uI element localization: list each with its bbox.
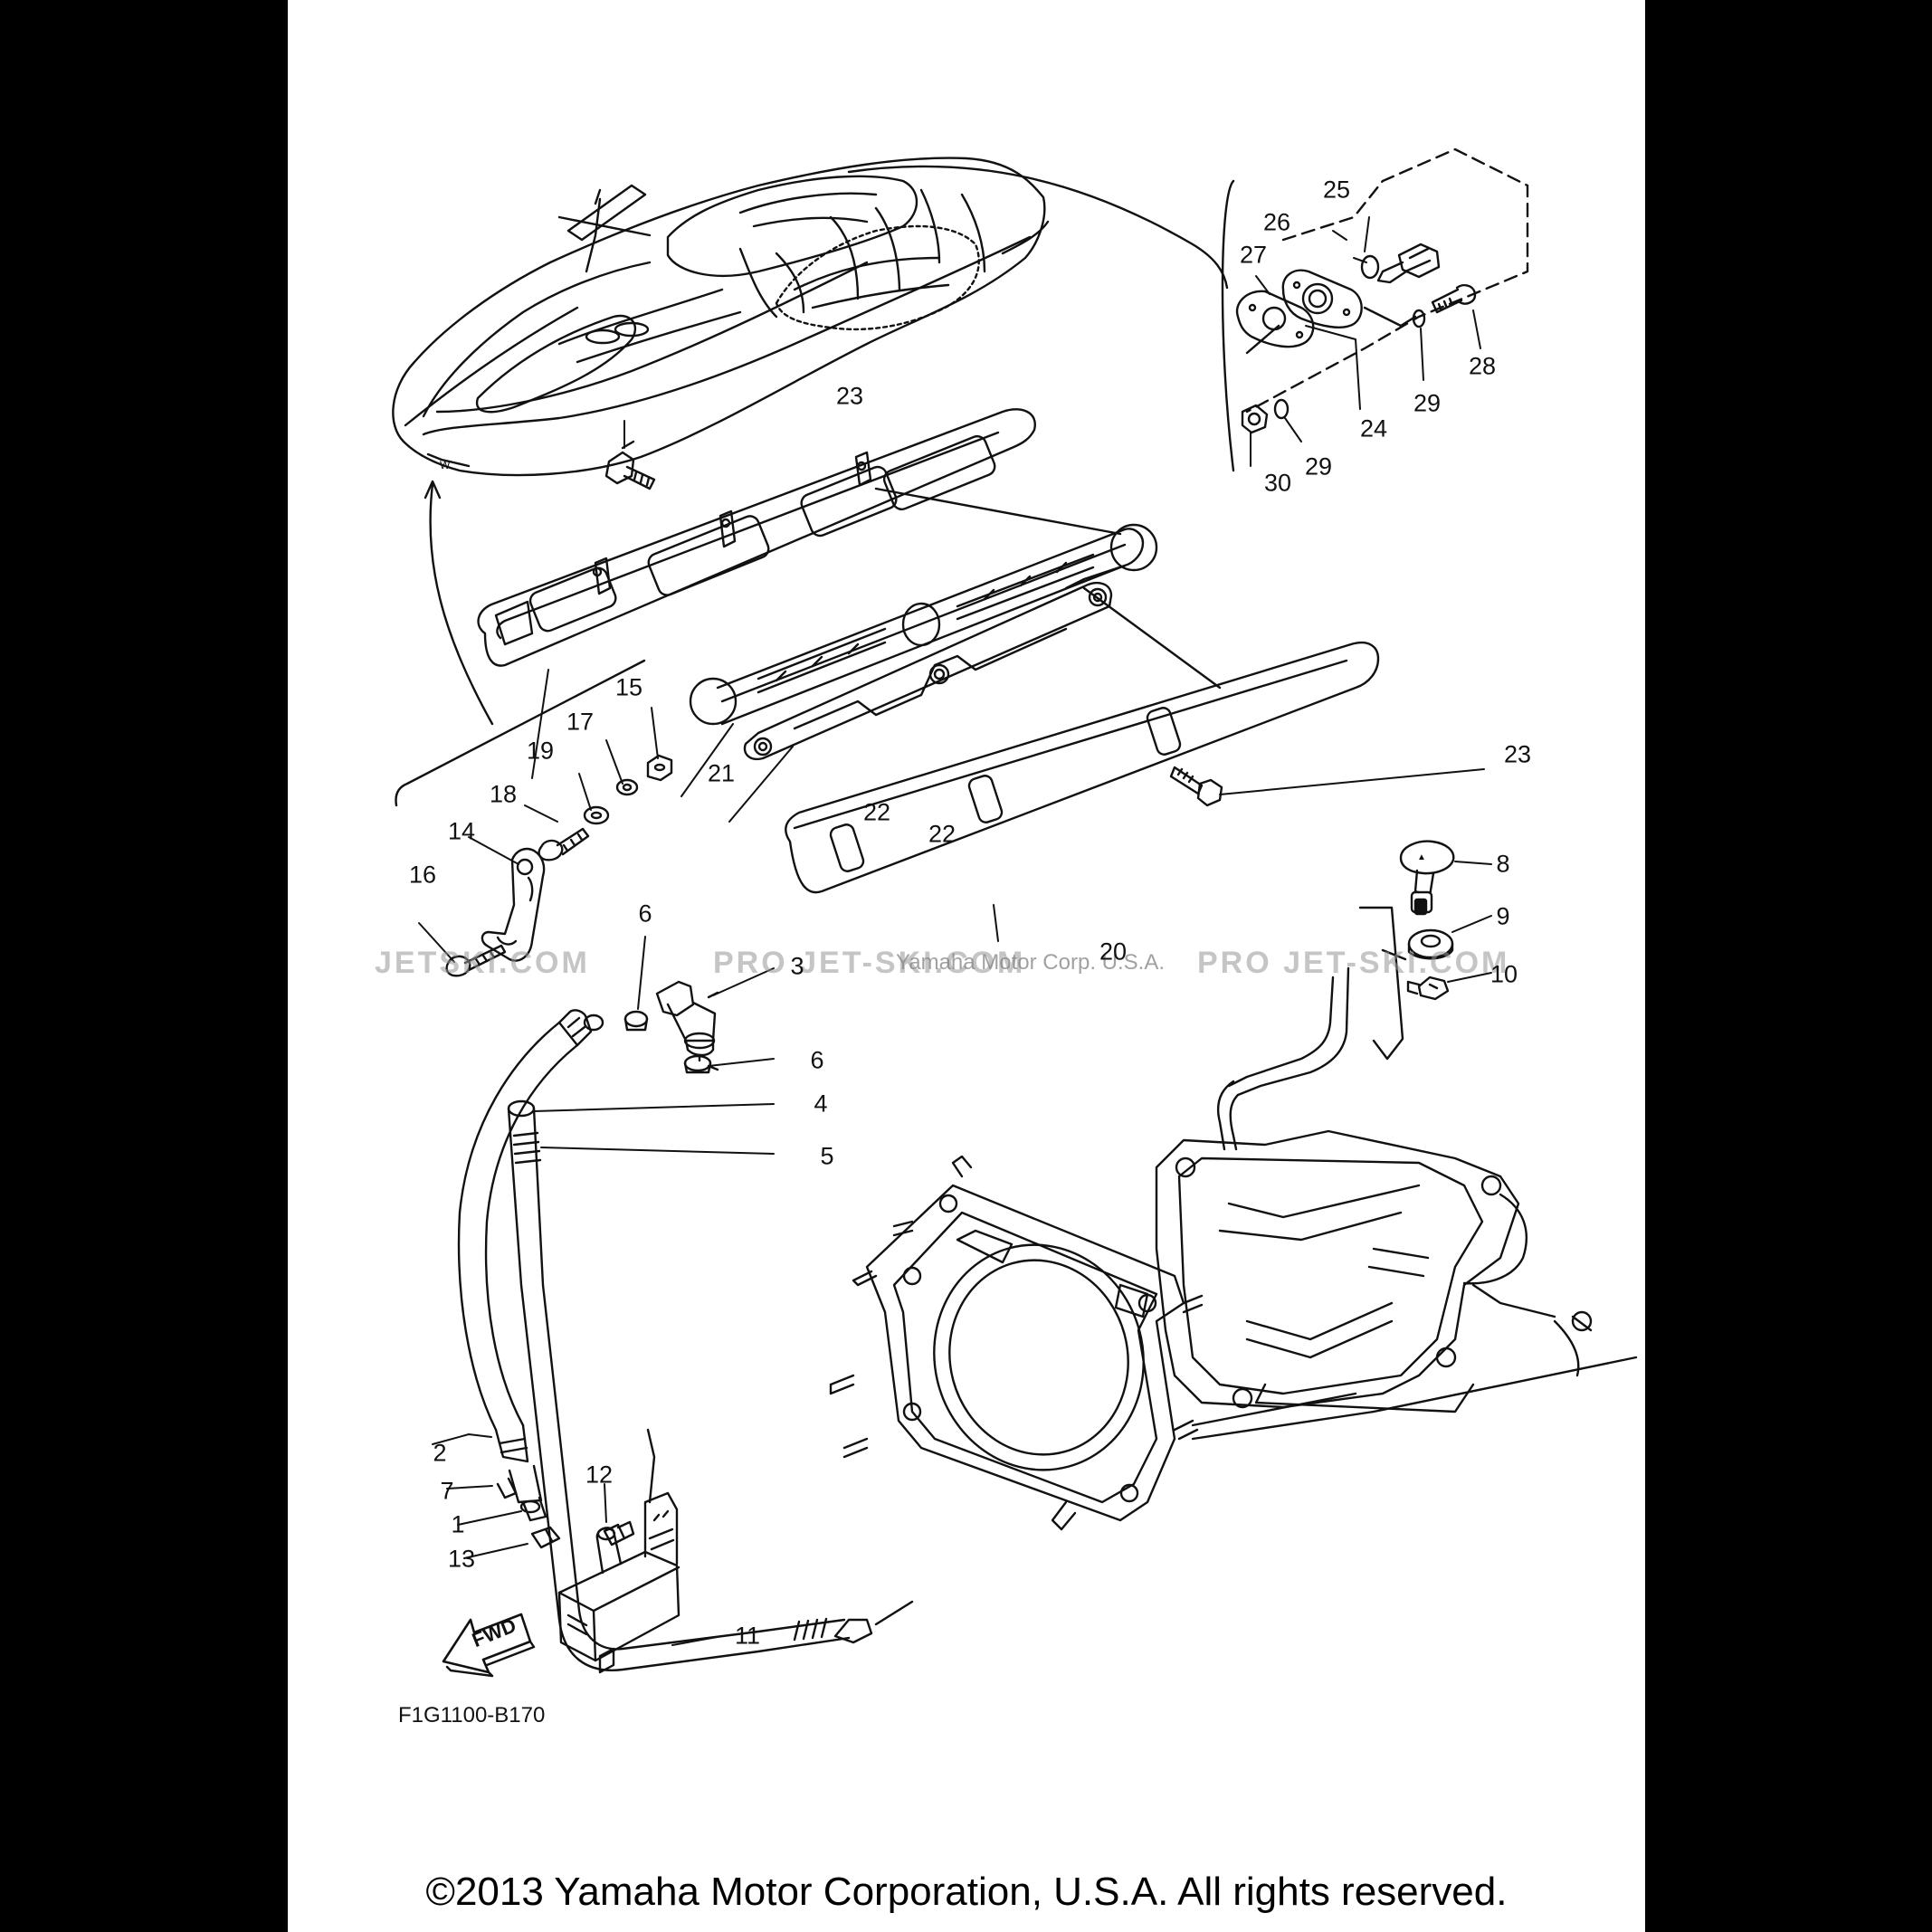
callout-25: 25	[1322, 176, 1351, 204]
clamp-6-lower	[683, 1054, 719, 1074]
detail-group-24-30	[1221, 148, 1529, 472]
watermark-owner: Yamaha Motor Corp. U.S.A.	[896, 950, 1165, 975]
callout-7: 7	[440, 1477, 454, 1505]
leader-curve-top	[847, 165, 1229, 290]
jet-pump-housing	[1155, 966, 1638, 1441]
callout-2: 2	[433, 1439, 447, 1467]
hose-2	[457, 1009, 604, 1514]
pipe-1	[521, 1496, 547, 1522]
callout-20: 20	[1099, 937, 1128, 966]
callout-6-lower: 6	[810, 1046, 824, 1074]
bracket-22	[743, 564, 1222, 761]
callout-24: 24	[1359, 414, 1388, 443]
callout-leaders	[418, 216, 1492, 1646]
callout-13: 13	[447, 1545, 476, 1573]
callout-17: 17	[566, 708, 595, 736]
callout-29-lower: 29	[1304, 452, 1333, 481]
parts-diagram: W	[392, 148, 1638, 1678]
callout-8: 8	[1496, 850, 1510, 878]
callout-22-upper: 22	[862, 798, 891, 826]
rubber-22-bar	[689, 523, 1158, 726]
svg-text:▲: ▲	[1417, 852, 1426, 862]
callout-5: 5	[820, 1142, 834, 1170]
hose-tee-12	[603, 1520, 635, 1547]
callout-23-upper: 23	[835, 382, 864, 410]
watermark-middle: PRO JET-SKI.COM	[713, 946, 1026, 980]
clip-7	[496, 1477, 518, 1499]
watermark-right: PRO JET-SKI.COM	[1197, 946, 1510, 980]
callout-16: 16	[408, 861, 437, 889]
leader-bracket-left	[395, 659, 646, 807]
callout-21: 21	[707, 759, 736, 787]
callout-22-lower: 22	[928, 820, 956, 848]
clamp-6-upper	[623, 1010, 649, 1032]
plate-21	[477, 408, 1122, 667]
callout-30: 30	[1263, 469, 1292, 497]
fitting-13	[530, 1526, 561, 1549]
callout-14: 14	[447, 817, 476, 845]
callout-3: 3	[790, 952, 804, 980]
callout-6-upper: 6	[638, 899, 652, 928]
callout-10: 10	[1489, 960, 1518, 988]
watermark-left: JETSKI.COM	[375, 946, 590, 980]
svg-text:W: W	[440, 459, 451, 471]
bracket-14-group	[445, 754, 673, 977]
callout-12: 12	[585, 1461, 614, 1489]
callout-19: 19	[526, 737, 555, 765]
watercraft-drawing: W	[392, 157, 1050, 477]
diagram-sheet: W	[288, 0, 1645, 1932]
intake-adapter-plate	[829, 1155, 1204, 1531]
arrow-head-hull	[424, 480, 442, 500]
callout-11: 11	[734, 1622, 761, 1650]
bolt-23-upper	[604, 440, 656, 490]
diagram-code: F1G1100-B170	[398, 1703, 546, 1727]
valve-3	[655, 980, 719, 1062]
copyright-notice: ©2013 Yamaha Motor Corporation, U.S.A. A…	[425, 1870, 1508, 1914]
leader-arrow-hull	[429, 482, 494, 726]
callout-27: 27	[1239, 241, 1268, 269]
callout-4: 4	[814, 1090, 828, 1118]
plate-20	[785, 641, 1380, 894]
callout-23-lower: 23	[1503, 740, 1532, 768]
callout-29-upper: 29	[1413, 389, 1442, 417]
fwd-arrow	[442, 1613, 536, 1678]
callout-18: 18	[489, 780, 518, 808]
drain-plug-group: ▲	[1358, 840, 1455, 1061]
bolt-23-lower	[1169, 766, 1223, 807]
callout-15: 15	[614, 673, 643, 701]
callout-1: 1	[451, 1510, 465, 1538]
box-11	[557, 1428, 680, 1674]
callout-28: 28	[1468, 352, 1497, 380]
callout-26: 26	[1262, 208, 1291, 236]
callout-9: 9	[1496, 902, 1510, 930]
